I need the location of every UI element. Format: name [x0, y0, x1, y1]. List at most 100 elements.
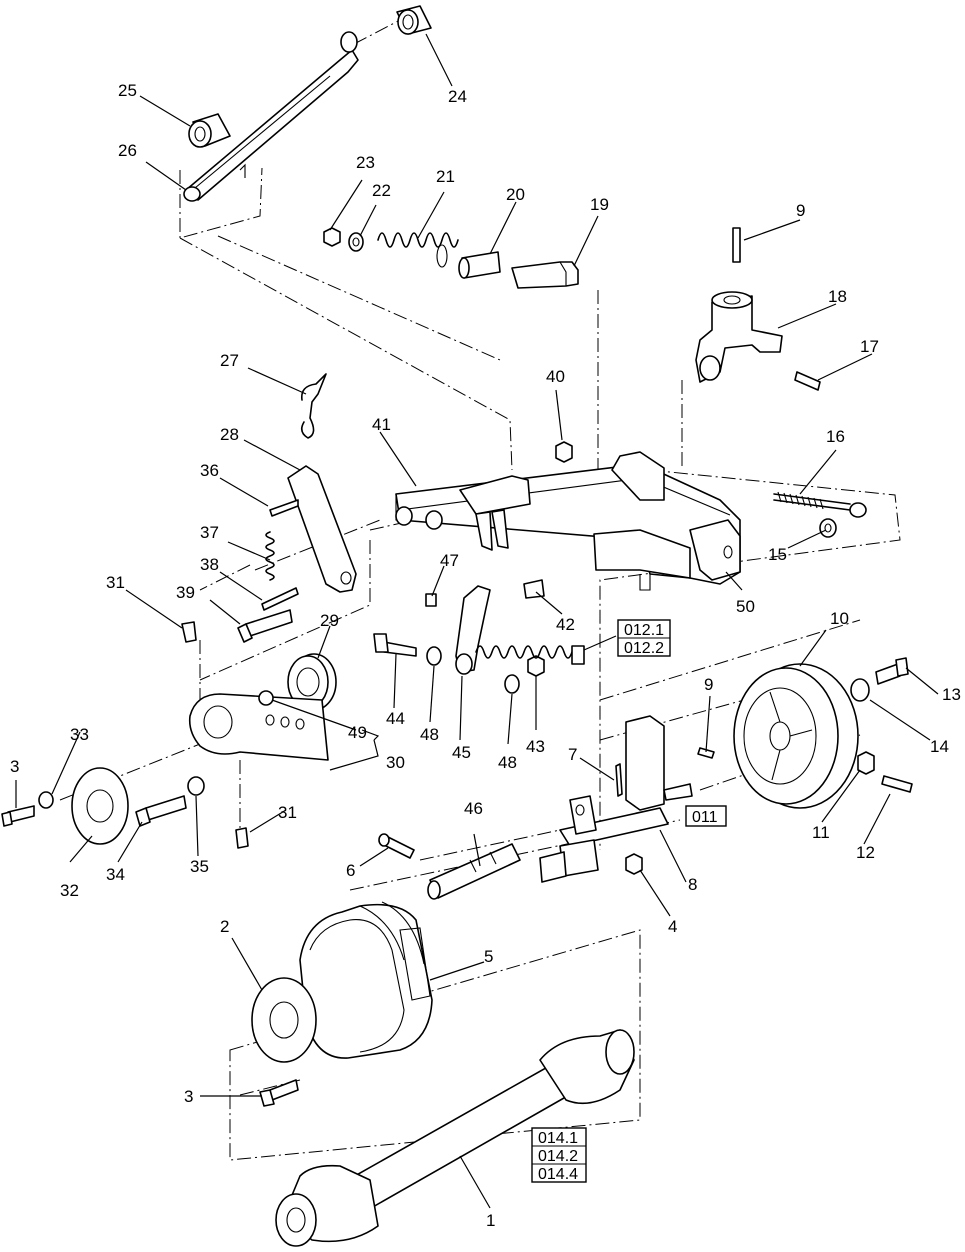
part-17-pin: [794, 371, 821, 391]
part-16-eyebolt: [773, 491, 867, 518]
callout-48a: 48: [420, 725, 439, 744]
part-4-nut: [625, 853, 643, 875]
part-9-key: [697, 747, 715, 759]
callout-12: 12: [856, 843, 875, 862]
part-18-yoke: [695, 291, 783, 383]
reference-box-011: 011: [685, 805, 727, 827]
part-19-block: [511, 261, 579, 289]
callout-14: 14: [930, 737, 949, 756]
callout-24: 24: [448, 87, 467, 106]
callout-31b: 31: [278, 803, 297, 822]
part-13-bolt: [875, 657, 909, 685]
part-20-pin: [458, 251, 501, 279]
part-29-bearing: [287, 653, 337, 711]
part-42-bolt: [523, 579, 545, 599]
part-38-pin: [261, 587, 299, 611]
ref-014-1: 014.1: [538, 1130, 578, 1147]
callout-13: 13: [942, 685, 961, 704]
ref-014-2: 014.2: [538, 1148, 578, 1165]
callout-2: 2: [220, 917, 229, 936]
callout-45: 45: [452, 743, 471, 762]
part-32-flange: [71, 767, 129, 845]
callout-23: 23: [356, 153, 375, 172]
part-39-bolt: [237, 609, 293, 643]
part-49-nut: [258, 690, 274, 706]
part-9-pin-top: [732, 227, 741, 263]
ref-011: 011: [692, 809, 718, 826]
callout-47: 47: [440, 551, 459, 570]
part-24-bushing: [396, 5, 432, 35]
part-1-drive-shaft: [275, 1029, 635, 1247]
callout-25: 25: [118, 81, 137, 100]
part-7-pin: [615, 763, 623, 797]
callout-32: 32: [60, 881, 79, 900]
callout-labels: 1 2 3 3 4 5 6 7 8 9 9 10 11 12 13 14 15 …: [10, 81, 961, 1230]
part-44-bolt: [373, 633, 417, 657]
callout-37: 37: [200, 523, 219, 542]
callout-11: 11: [812, 823, 830, 842]
callout-41: 41: [372, 415, 391, 434]
part-27-clip: [300, 373, 327, 439]
callout-9a: 9: [796, 201, 805, 220]
part-3-bolt-left: [1, 805, 35, 827]
part-11-nut: [857, 751, 875, 775]
callout-5: 5: [484, 947, 493, 966]
part-30-arm: [188, 693, 329, 761]
ref-012-1: 012.1: [624, 622, 664, 639]
callout-48b: 48: [498, 753, 517, 772]
callout-42: 42: [556, 615, 575, 634]
part-22-washer: [348, 232, 364, 252]
part-3-bolt-lower: [259, 1079, 299, 1107]
part-41-frame: [395, 451, 741, 591]
part-21-spring: [377, 232, 459, 268]
part-40-nut: [555, 441, 573, 463]
callout-3b: 3: [184, 1087, 193, 1106]
callout-20: 20: [506, 185, 525, 204]
callout-49: 49: [348, 723, 367, 742]
part-34-bolt: [135, 795, 187, 827]
callout-16: 16: [826, 427, 845, 446]
ref-012-2: 012.2: [624, 640, 664, 657]
ref-014-4: 014.4: [538, 1166, 578, 1183]
callout-19: 19: [590, 195, 609, 214]
callout-38: 38: [200, 555, 219, 574]
part-26-lever-arm: [183, 31, 359, 202]
callout-34: 34: [106, 865, 125, 884]
part-43-nut: [527, 655, 545, 677]
part-12-bolt: [881, 775, 913, 793]
callout-29: 29: [320, 611, 339, 630]
callout-44: 44: [386, 709, 405, 728]
part-28-plate: [287, 465, 357, 593]
reference-box-012: 012.1 012.2: [617, 619, 671, 657]
part-31-fitting-top: [181, 621, 197, 643]
callout-8: 8: [688, 875, 697, 894]
callout-31a: 31: [106, 573, 125, 592]
callout-27: 27: [220, 351, 239, 370]
callout-22: 22: [372, 181, 391, 200]
callout-4: 4: [668, 917, 677, 936]
callout-50: 50: [736, 597, 755, 616]
part-31-fitting-bottom: [235, 827, 249, 849]
part-45-link-spring: [455, 585, 585, 675]
callout-18: 18: [828, 287, 847, 306]
part-2-flange: [251, 977, 317, 1063]
callout-1: 1: [486, 1211, 495, 1230]
part-25-bushing: [188, 113, 231, 148]
callout-46: 46: [464, 799, 483, 818]
part-23-nut: [323, 227, 341, 247]
callout-26: 26: [118, 141, 137, 160]
callout-7: 7: [568, 745, 577, 764]
callout-15: 15: [768, 545, 787, 564]
reference-box-014: 014.1 014.2 014.4: [531, 1127, 587, 1183]
callout-40: 40: [546, 367, 565, 386]
callout-21: 21: [436, 167, 455, 186]
callout-6: 6: [346, 861, 355, 880]
callout-33: 33: [70, 725, 89, 744]
part-10-pulley: [733, 663, 859, 809]
part-48-washer-a: [426, 646, 442, 666]
part-36-pin: [269, 499, 299, 517]
callout-39: 39: [176, 583, 195, 602]
leader-lines: [15, 33, 939, 1209]
callout-30: 30: [386, 753, 405, 772]
